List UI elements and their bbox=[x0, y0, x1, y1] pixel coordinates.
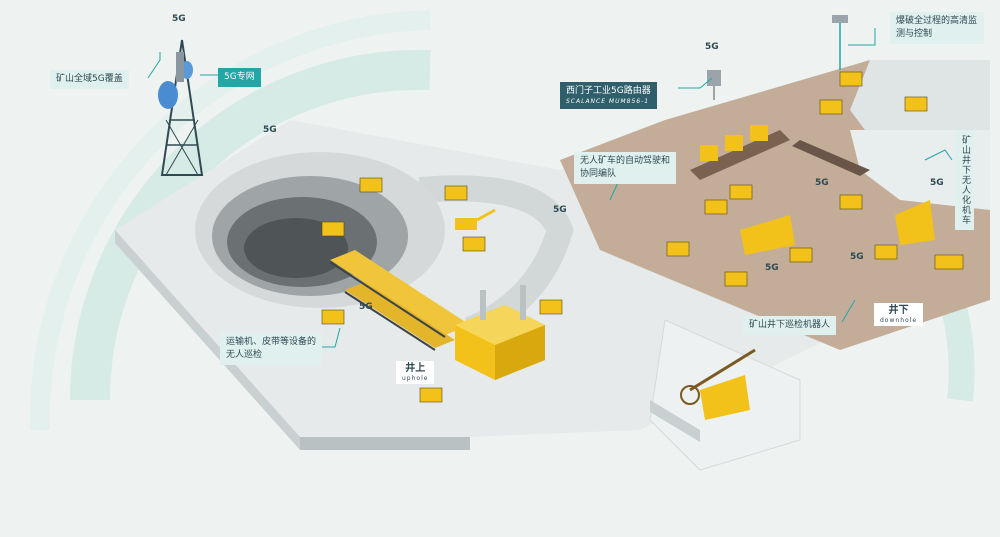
router-title: 西门子工业5G路由器 bbox=[566, 86, 651, 96]
cell-tower-icon bbox=[158, 39, 204, 176]
uphole-cn: 井上 bbox=[405, 363, 426, 374]
router-callout: 西门子工业5G路由器 SCALANCE MUM856-1 bbox=[560, 82, 657, 109]
5g-signal-icon: 5G bbox=[930, 178, 944, 188]
robot-callout: 矿山井下巡检机器人 bbox=[743, 316, 837, 335]
5g-signal-icon: 5G bbox=[172, 14, 186, 24]
coverage-callout: 矿山全域5G覆盖 bbox=[50, 70, 129, 89]
bucket-wheel-machine bbox=[680, 348, 756, 420]
rail-cars bbox=[690, 125, 870, 180]
downhole-en: downhole bbox=[880, 317, 918, 324]
excavator-icon bbox=[455, 208, 496, 230]
uphole-en: uphole bbox=[402, 375, 429, 382]
autonomous-callout: 无人矿车的自动驾驶和 协同编队 bbox=[574, 152, 677, 184]
5g-signal-icon: 5G bbox=[815, 178, 829, 188]
blast-callout: 爆破全过程的高清监测与控制 bbox=[890, 12, 984, 44]
5g-signal-icon: 5G bbox=[359, 302, 373, 312]
coverage-text: 矿山全域5G覆盖 bbox=[56, 74, 123, 84]
drill-rig-icon bbox=[740, 200, 935, 255]
router-icon bbox=[707, 70, 721, 100]
5g-signal-icon: 5G bbox=[765, 263, 779, 273]
private-net-callout: 5G专网 bbox=[218, 68, 261, 87]
5g-signal-icon: 5G bbox=[850, 252, 864, 262]
autonomous-line2: 协同编队 bbox=[580, 169, 617, 179]
5g-signal-icon: 5G bbox=[263, 125, 277, 135]
downhole-sign: 井下 downhole bbox=[874, 303, 924, 326]
conveyor-callout: 运输机、皮带等设备的 无人巡检 bbox=[220, 333, 323, 365]
downhole-cn: 井下 bbox=[888, 305, 909, 316]
conveyor-belts bbox=[329, 250, 470, 351]
underground-vehicle-callout: 矿山井下无人化机车 bbox=[955, 130, 974, 230]
conveyor-line1: 运输机、皮带等设备的 bbox=[226, 337, 317, 347]
5g-signal-icon: 5G bbox=[553, 205, 567, 215]
router-model: SCALANCE MUM856-1 bbox=[566, 98, 650, 105]
private-net-text: 5G专网 bbox=[224, 72, 255, 82]
autonomous-line1: 无人矿车的自动驾驶和 bbox=[580, 156, 671, 166]
mining-truck-icon bbox=[321, 71, 964, 403]
cctv-camera-icon bbox=[832, 15, 848, 70]
conveyor-line2: 无人巡检 bbox=[226, 350, 263, 360]
underground-vehicle-text: 矿山井下无人化机车 bbox=[960, 135, 970, 225]
uphole-sign: 井上 uphole bbox=[396, 361, 435, 384]
5g-signal-icon: 5G bbox=[705, 42, 719, 52]
processing-plant bbox=[455, 285, 545, 380]
blast-text: 爆破全过程的高清监测与控制 bbox=[896, 16, 978, 39]
robot-text: 矿山井下巡检机器人 bbox=[749, 320, 831, 330]
